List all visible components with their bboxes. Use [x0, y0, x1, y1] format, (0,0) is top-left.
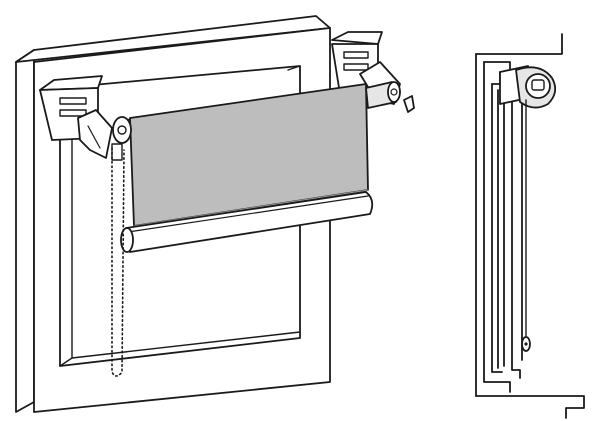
right-small-clip [403, 95, 415, 113]
bead-chain [111, 147, 125, 377]
right-mounting-bracket [331, 31, 401, 105]
wall-top-line [475, 33, 563, 55]
side-section-view [475, 33, 585, 419]
right-end-cap [365, 81, 415, 113]
window-profile [475, 53, 523, 397]
wall-bottom-line [475, 395, 585, 419]
window-inner-bevel-bottom [59, 357, 73, 367]
side-bracket [499, 65, 557, 109]
roller-blind [120, 83, 374, 253]
left-mounting-bracket [39, 75, 113, 159]
window-frame-side [15, 49, 35, 413]
isometric-view [15, 15, 415, 413]
window-inner-bevel-top [287, 65, 301, 71]
left-end-cap [111, 116, 132, 161]
left-clip [77, 109, 113, 159]
